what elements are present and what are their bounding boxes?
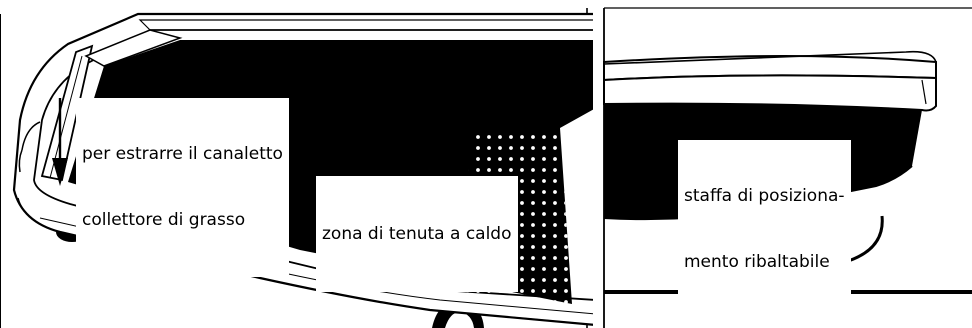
keep-warm-zone-label: zona di tenuta a caldo — [316, 176, 518, 292]
grease-tray-label-line2: collettore di grasso — [82, 209, 283, 231]
stand-label-line1: staffa di posiziona- — [684, 185, 845, 207]
keep-warm-zone-label-text: zona di tenuta a caldo — [322, 223, 512, 245]
grease-tray-label-line1: per estrarre il canaletto — [82, 143, 283, 165]
left-illustration-panel: per estrarre il canaletto collettore di … — [0, 0, 596, 328]
right-illustration-panel: staffa di posiziona- mento ribaltabile — [596, 0, 972, 328]
stand-label-line2: mento ribaltabile — [684, 251, 845, 273]
grease-tray-label: per estrarre il canaletto collettore di … — [76, 98, 289, 277]
stand-label: staffa di posiziona- mento ribaltabile — [678, 140, 851, 319]
